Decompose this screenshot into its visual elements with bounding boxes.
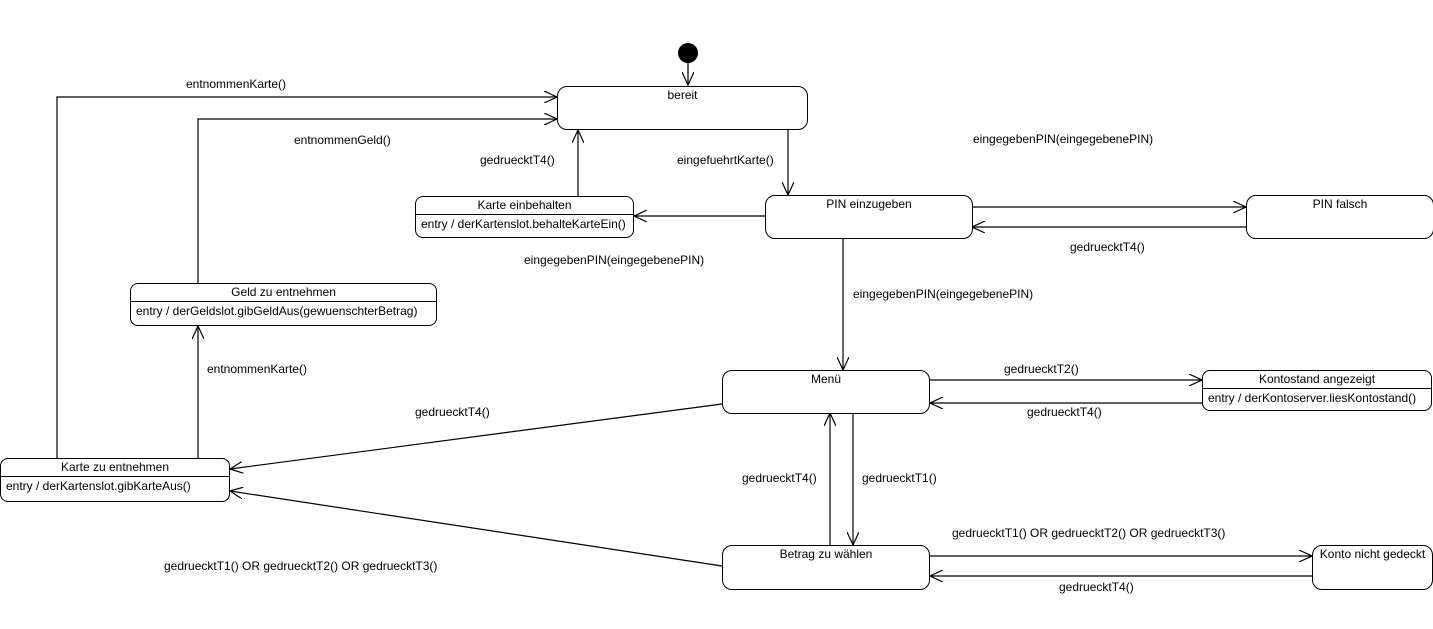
state-pin-einzugeben: PIN einzugeben bbox=[765, 195, 973, 239]
state-menue: Menü bbox=[722, 370, 930, 414]
label-pin-falsch-back: gedruecktT4() bbox=[1070, 240, 1145, 254]
state-betrag-zu-waehlen: Betrag zu wählen bbox=[722, 545, 930, 590]
state-kontostand-angezeigt: Kontostand angezeigt entry / derKontoser… bbox=[1202, 370, 1432, 411]
state-name: Konto nicht gedeckt bbox=[1319, 547, 1426, 561]
initial-pseudostate bbox=[678, 43, 698, 63]
label-betrag-konto: gedruecktT1() OR gedruecktT2() OR gedrue… bbox=[952, 526, 1226, 540]
state-name: Karte zu entnehmen bbox=[60, 460, 170, 474]
label-konto-betrag: gedruecktT4() bbox=[1059, 580, 1134, 594]
label-betrag-karte: gedruecktT1() OR gedruecktT2() OR gedrue… bbox=[164, 559, 438, 573]
transition-entnommen-geld bbox=[197, 119, 557, 283]
label-pin-einbehalten: eingegebenPIN(eingegebenePIN) bbox=[524, 253, 705, 267]
label-menue-karte: gedruecktT4() bbox=[415, 405, 490, 419]
state-name: PIN falsch bbox=[1312, 197, 1368, 211]
state-geld-zu-entnehmen: Geld zu entnehmen entry / derGeldslot.gi… bbox=[130, 283, 437, 326]
state-pin-falsch: PIN falsch bbox=[1246, 195, 1433, 239]
state-name: Geld zu entnehmen bbox=[231, 285, 336, 299]
state-entry-action: entry / derGeldslot.gibGeldAus(gewuensch… bbox=[136, 304, 418, 318]
label-entnommen-karte-geld: entnommenKarte() bbox=[207, 362, 308, 376]
label-betrag-menue: gedruecktT4() bbox=[742, 471, 817, 485]
state-name: PIN einzugeben bbox=[826, 197, 912, 211]
transition-betrag-karte bbox=[230, 491, 723, 567]
label-menue-kontostand: gedruecktT2() bbox=[1004, 362, 1079, 376]
label-pin-menue: eingegebenPIN(eingegebenePIN) bbox=[853, 287, 1034, 301]
state-name: Kontostand angezeigt bbox=[1258, 372, 1376, 386]
state-karte-einbehalten: Karte einbehalten entry / derKartenslot.… bbox=[415, 196, 634, 238]
label-gedrueckt-t4-einbehalten: gedruecktT4() bbox=[480, 153, 555, 167]
transition-menue-karte bbox=[230, 403, 723, 469]
state-name: Menü bbox=[810, 372, 842, 386]
state-entry-action: entry / derKartenslot.gibKarteAus() bbox=[6, 479, 191, 493]
state-entry-action: entry / derKartenslot.behalteKarteEin() bbox=[421, 217, 626, 231]
state-name: Betrag zu wählen bbox=[779, 547, 873, 561]
state-name: Karte einbehalten bbox=[477, 198, 572, 212]
label-eingefuehrt-karte: eingefuehrtKarte() bbox=[677, 153, 774, 167]
transition-entnommen-karte-top bbox=[56, 97, 557, 458]
state-name: bereit bbox=[667, 88, 698, 102]
state-karte-zu-entnehmen: Karte zu entnehmen entry / derKartenslot… bbox=[0, 458, 230, 502]
state-divider bbox=[1203, 388, 1431, 389]
state-entry-action: entry / derKontoserver.liesKontostand() bbox=[1208, 391, 1417, 405]
label-entnommen-geld: entnommenGeld() bbox=[294, 133, 391, 147]
state-divider bbox=[131, 301, 436, 302]
state-bereit: bereit bbox=[557, 86, 808, 130]
label-kontostand-menue: gedruecktT4() bbox=[1027, 405, 1102, 419]
label-entnommen-karte-top: entnommenKarte() bbox=[186, 77, 287, 91]
state-divider bbox=[1, 476, 229, 477]
state-divider bbox=[416, 214, 633, 215]
label-menue-betrag: gedruecktT1() bbox=[862, 471, 937, 485]
label-pin-falsch-forward: eingegebenPIN(eingegebenePIN) bbox=[973, 132, 1154, 146]
state-konto-nicht-gedeckt: Konto nicht gedeckt bbox=[1312, 545, 1433, 590]
